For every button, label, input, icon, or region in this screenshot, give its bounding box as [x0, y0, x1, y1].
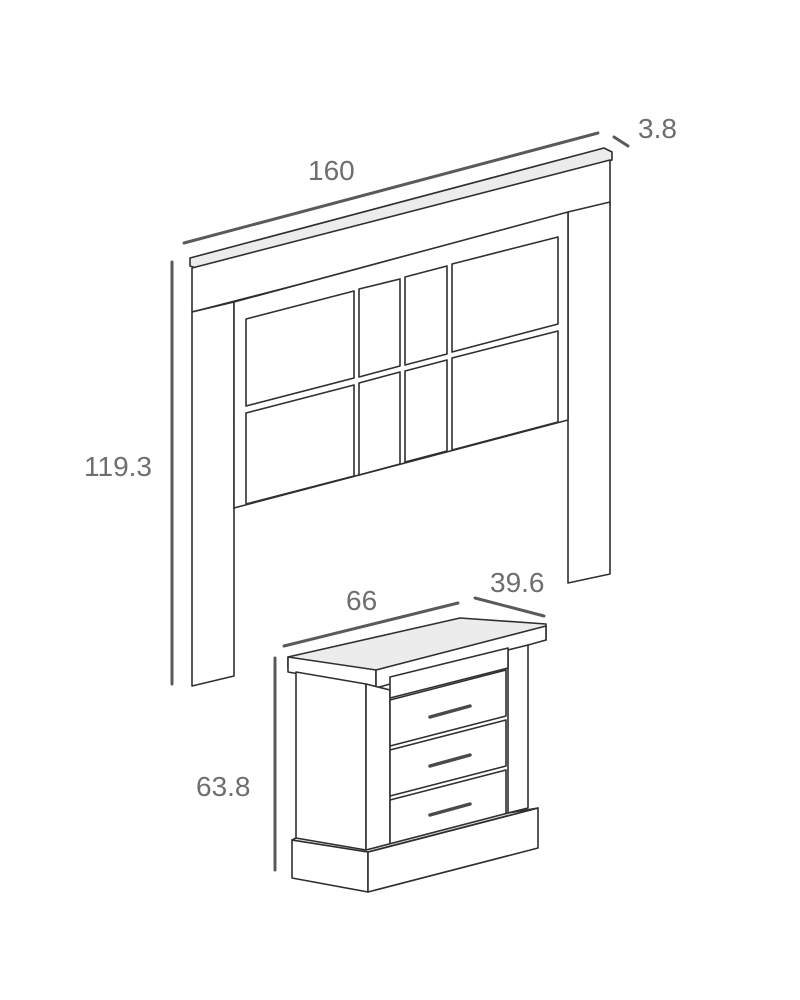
nightstand-handle-2 — [428, 753, 472, 768]
nightstand-width-line — [282, 601, 460, 648]
nightstand-drawer-1 — [389, 669, 507, 747]
headboard-top-cap — [189, 147, 613, 269]
nightstand-drawer-2 — [389, 719, 507, 797]
nightstand-width-label: 66 — [346, 585, 377, 616]
nightstand-right-post — [507, 644, 529, 814]
nightstand — [287, 617, 547, 893]
headboard-panel-lower-midleft — [358, 371, 401, 476]
headboard-left-leg — [191, 301, 235, 687]
headboard-depth-label: 3.8 — [638, 113, 677, 144]
headboard-panel-upper-left — [245, 290, 355, 407]
headboard-panel-upper-right — [451, 236, 559, 353]
headboard-panel-lower-left — [245, 384, 355, 505]
headboard-depth-line — [612, 135, 630, 148]
nightstand-left-post — [365, 683, 391, 857]
nightstand-height-label: 63.8 — [196, 771, 251, 802]
headboard-height-label: 119.3 — [84, 451, 152, 482]
headboard-width-line — [182, 131, 600, 245]
nightstand-side — [295, 671, 367, 855]
nightstand-depth-line — [473, 596, 546, 618]
nightstand-handle-1 — [428, 704, 472, 719]
headboard-panel-upper-midright — [404, 265, 448, 366]
nightstand-front-rail — [389, 647, 509, 699]
headboard-panel-upper-midleft — [358, 278, 401, 378]
nightstand-handle-3 — [428, 802, 472, 817]
nightstand-plinth-top — [291, 807, 539, 853]
headboard-right-leg — [567, 201, 611, 584]
headboard-panel-lower-right — [451, 330, 559, 451]
headboard-width-label: 160 — [308, 155, 355, 186]
nightstand-depth-label: 39.6 — [490, 567, 545, 598]
headboard-panel-lower-midright — [404, 359, 448, 463]
headboard — [189, 147, 613, 687]
